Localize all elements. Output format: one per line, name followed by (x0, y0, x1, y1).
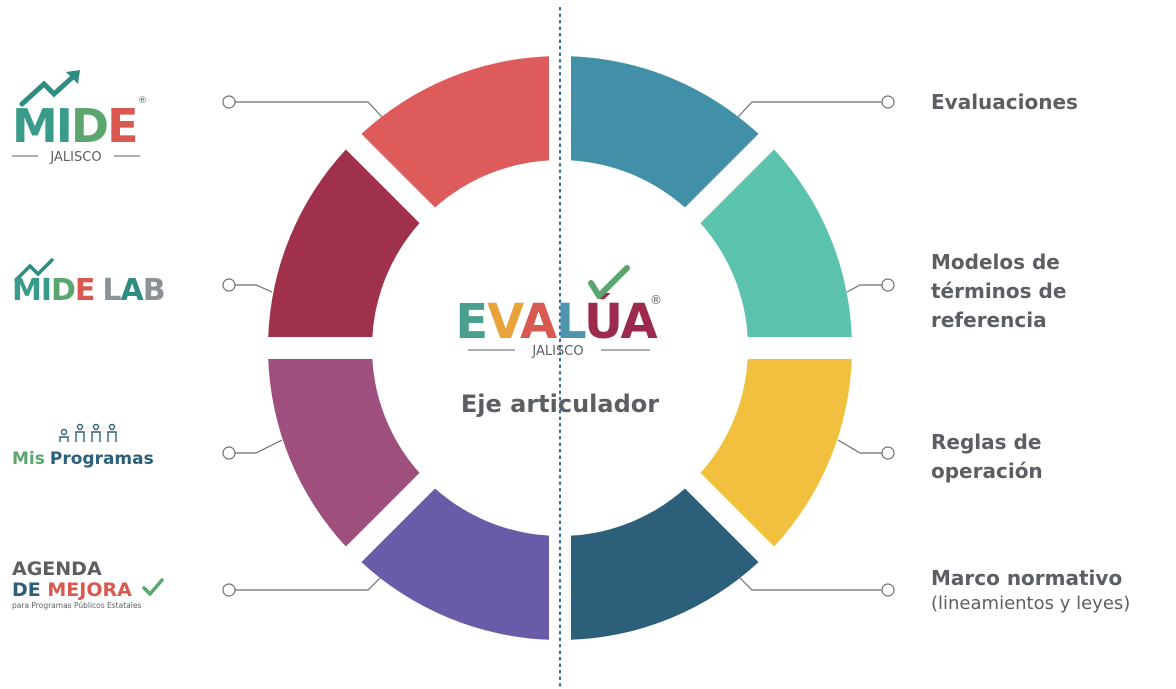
label-marco: Marco normativo (lineamientos y leyes) (931, 564, 1130, 615)
label-line: referencia (931, 308, 1047, 332)
connector-dot-evaluaciones (881, 95, 895, 109)
lab-growth-arrow-icon (14, 258, 54, 282)
ring-segment-bottom-right (570, 488, 759, 640)
label-evaluaciones: Evaluaciones (931, 88, 1078, 117)
label-line: Evaluaciones (931, 90, 1078, 114)
ring-segment-top-left (361, 56, 550, 208)
label-subtext: (lineamientos y leyes) (931, 593, 1131, 614)
ring-segment-upper-left (268, 149, 420, 338)
agenda-line3: para Programas Públicos Estatales (12, 601, 141, 610)
left-connectors (222, 95, 383, 597)
label-line: operación (931, 459, 1043, 483)
evalua-subtitle: JALISCO (531, 344, 583, 359)
center-caption: Eje articulador (460, 390, 660, 418)
ring (268, 56, 852, 640)
connector-dot-mis-programas (222, 446, 236, 460)
connector-mide (235, 101, 383, 118)
evalua-letter: Ú (584, 293, 621, 350)
ring-segment-lower-left (268, 358, 420, 547)
connector-marco (737, 575, 882, 591)
connector-dot-modelos (881, 278, 895, 292)
connector-reglas (837, 439, 882, 454)
checkmark-icon (588, 265, 630, 299)
connector-agenda (235, 575, 383, 591)
label-reglas: Reglas de operación (931, 428, 1043, 486)
registered-mark: ® (650, 293, 662, 307)
label-line: Marco normativo (931, 566, 1123, 590)
agenda-check-icon (142, 578, 164, 596)
connector-evaluaciones (737, 101, 882, 118)
ring-segment-upper-right (700, 149, 852, 338)
label-modelos: Modelos de términos de referencia (931, 248, 1066, 335)
label-line: Reglas de (931, 430, 1042, 454)
mide-subtitle: JALISCO (49, 150, 101, 165)
evalua-letter: E (455, 294, 487, 350)
ring-segment-top-right (570, 56, 759, 208)
evalua-letter: A (621, 294, 658, 350)
connector-dot-mide (222, 95, 236, 109)
evalua-letter: V (487, 294, 524, 350)
connector-dot-marco (881, 583, 895, 597)
label-line: términos de (931, 279, 1067, 303)
growth-arrow-icon (19, 71, 79, 107)
people-icon (59, 423, 117, 442)
connector-mide-lab (235, 284, 273, 293)
agenda-line2: DE MEJORA (12, 579, 132, 601)
label-line: Modelos de (931, 250, 1060, 274)
connector-dot-reglas (881, 446, 895, 460)
ring-segment-bottom-left (361, 488, 550, 640)
agenda-logo: AGENDA DE MEJORA para Programas Públicos… (12, 558, 164, 610)
evalua-letter: L (556, 294, 586, 350)
arrow-head-icon (66, 70, 80, 84)
mide-logo: MIDE ® JALISCO (12, 70, 147, 165)
agenda-line1: AGENDA (12, 558, 102, 580)
connector-modelos (846, 284, 882, 293)
connector-dot-agenda (222, 583, 236, 597)
right-connectors (737, 95, 895, 597)
mide-registered: ® (138, 96, 147, 106)
evalua-wordmark: EVALÚA (455, 293, 657, 350)
evalua-letter: A (520, 294, 557, 350)
evalua-logo: EVALÚA ® JALISCO (455, 265, 662, 359)
connector-mis-programas (235, 439, 283, 454)
connector-dot-mide-lab (222, 278, 236, 292)
mide-wordmark: MIDE (12, 99, 137, 153)
ring-segment-lower-right (700, 358, 852, 547)
